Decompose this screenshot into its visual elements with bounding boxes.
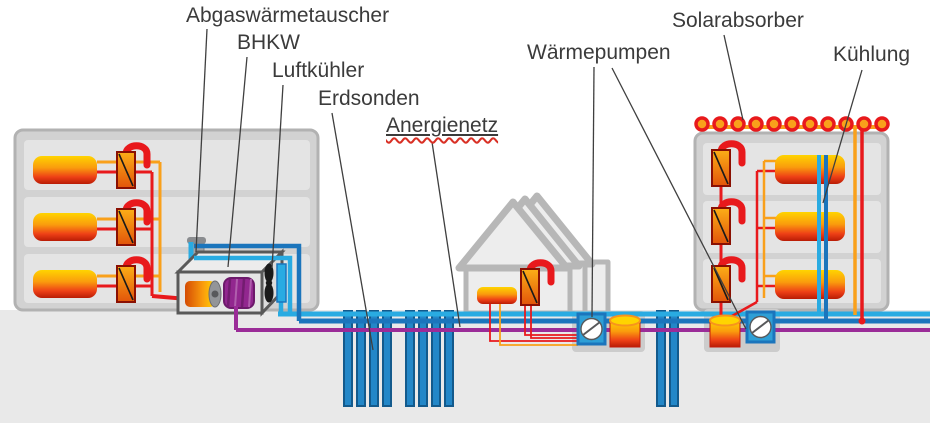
heat-pump-icon [576, 312, 607, 346]
house-connections [489, 303, 578, 346]
radiator-tank [33, 156, 97, 184]
label-anergienetz: Anergienetz [386, 114, 498, 137]
building-left-internals [33, 146, 188, 302]
label-waermepumpen: Wärmepumpen [527, 41, 671, 64]
radiator-tank [33, 270, 97, 298]
radiator-tank [775, 270, 845, 299]
label-luftkuehler: Luftkühler [272, 59, 365, 82]
engine-icon [185, 281, 215, 307]
radiator-tank [775, 212, 845, 241]
storage-tank-icon [609, 314, 641, 348]
leader-lines [195, 28, 863, 351]
generator-icon [223, 277, 255, 309]
fan-icon [264, 263, 274, 303]
house-internals [477, 263, 551, 305]
storage-tank-icon [709, 314, 741, 348]
radiator-tank [477, 287, 517, 304]
label-erdsonden: Erdsonden [318, 87, 420, 110]
air-cooler-icon [264, 263, 287, 315]
building-right-internals [712, 129, 866, 325]
radiator-tank [775, 155, 845, 184]
heat-pump-icon [745, 310, 776, 344]
bhkw-network-pipes [194, 243, 302, 321]
radiator-tank [33, 213, 97, 241]
solar-absorber-icon [694, 116, 890, 132]
label-solarabsorber: Solarabsorber [672, 9, 804, 32]
label-anergienetz-text: Anergienetz [386, 114, 499, 137]
label-bhkw: BHKW [237, 31, 300, 54]
ground [0, 310, 930, 423]
label-kuehlung: Kühlung [833, 43, 911, 66]
label-abgaswaermetauscher: Abgaswärmetauscher [186, 4, 390, 27]
